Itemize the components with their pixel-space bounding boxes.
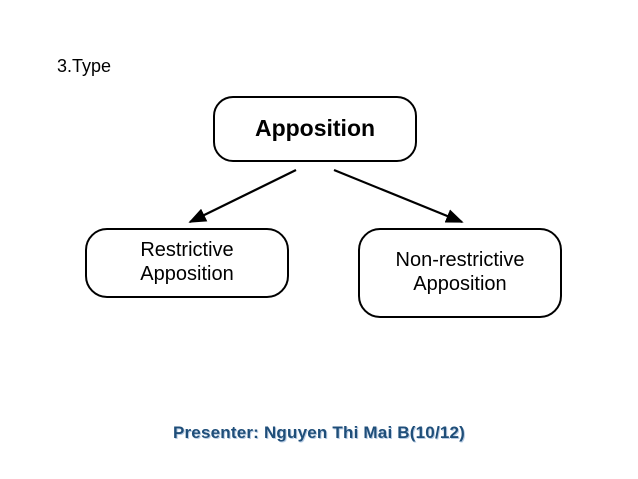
- node-restrictive-apposition[interactable]: Restrictive Apposition: [85, 228, 289, 298]
- node-apposition-label: Apposition: [254, 115, 376, 142]
- node-non-restrictive-apposition-label: Non-restrictive Apposition: [395, 249, 525, 295]
- presenter-credit: Presenter: Nguyen Thi Mai B(10/12): [172, 423, 466, 442]
- node-restrictive-apposition-label: Restrictive Apposition: [140, 239, 234, 285]
- arrow-root-to-nonrestrictive: [333, 168, 464, 224]
- node-apposition[interactable]: Apposition: [213, 96, 417, 162]
- page-title: 3.Type: [57, 56, 112, 76]
- node-non-restrictive-apposition[interactable]: Non-restrictive Apposition: [358, 228, 562, 318]
- arrow-root-to-restrictive: [188, 169, 297, 223]
